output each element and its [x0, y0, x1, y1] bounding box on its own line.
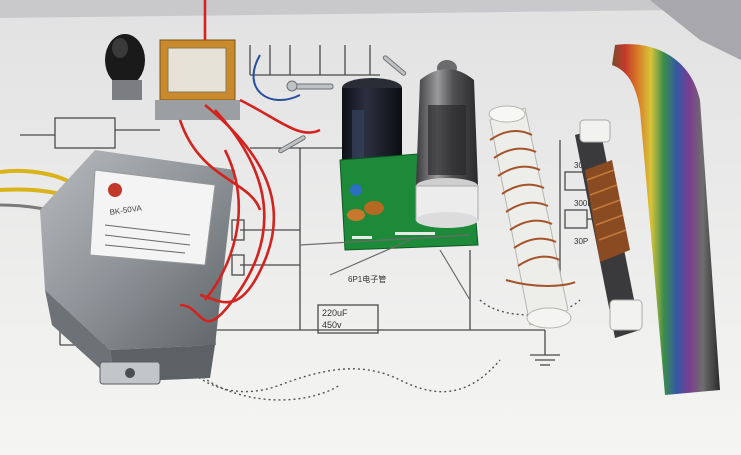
tube-caption: 6P1电子管	[348, 274, 386, 284]
tesla-primary-coil	[488, 105, 572, 329]
red-wires	[178, 0, 321, 323]
pf-label-mid: 300P	[574, 199, 593, 208]
pf-label-low: 30P	[574, 237, 588, 246]
small-transformer	[155, 39, 240, 120]
power-transformer: BK-50VA	[40, 150, 235, 385]
signal-wires	[299, 234, 471, 301]
cap-voltage-label: 450v	[322, 320, 342, 330]
cap-value-label: 220uF	[322, 308, 348, 318]
corner-shadow	[650, 0, 741, 60]
transformer-label-sticker	[89, 169, 216, 266]
brand-logo-mark	[108, 183, 122, 197]
mounting-screws	[278, 55, 407, 154]
pcb-silkscreen	[352, 232, 435, 239]
copper-winding	[489, 130, 576, 287]
potentiometer	[105, 34, 145, 100]
ribbon-cable	[612, 44, 720, 395]
blue-wire	[252, 54, 301, 101]
secondary-coil	[575, 119, 643, 338]
vacuum-tube-6p1	[415, 60, 479, 228]
small-capacitors	[347, 184, 384, 221]
